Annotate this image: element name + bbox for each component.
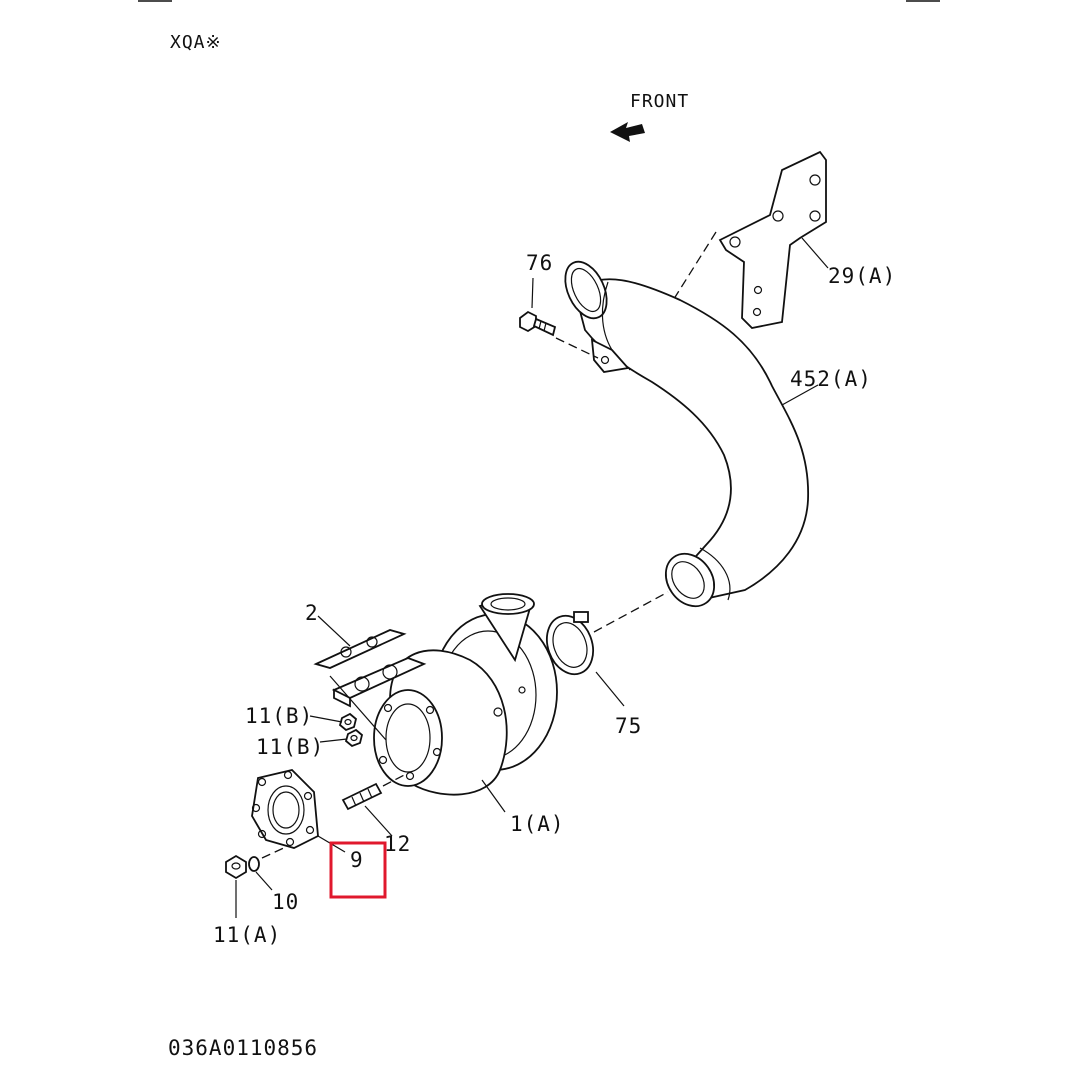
callout-gasket: 2 (305, 601, 319, 625)
callout-stud: 12 (384, 832, 411, 856)
leader-clamp (595, 671, 625, 707)
callout-bracket: 29(A) (828, 264, 896, 288)
callout-bolt: 76 (526, 251, 553, 275)
drawing-number: 036A0110856 (168, 1036, 318, 1060)
pipe-part (564, 260, 809, 608)
header-code: XQA※ (170, 32, 222, 53)
leader-pipe (781, 384, 819, 406)
assembly-line-clamp (593, 591, 669, 633)
bolt-part (519, 310, 557, 337)
leader-gasket (317, 615, 351, 647)
callout-nut-b-upper: 11(B) (245, 704, 313, 728)
leader-bracket (801, 237, 829, 269)
callout-clamp: 75 (615, 714, 642, 738)
assembly-line-washer (261, 845, 289, 859)
nut-b-lower-part (344, 728, 364, 748)
washer-part (248, 856, 260, 872)
highlight-box (329, 841, 387, 899)
front-label: FRONT (630, 91, 689, 112)
callout-nut-b-lower: 11(B) (256, 735, 324, 759)
leader-turbocharger (481, 779, 506, 813)
callout-washer: 10 (272, 890, 299, 914)
leader-nut-b-lower (319, 738, 348, 743)
leader-stud (364, 805, 393, 837)
callout-turbocharger: 1(A) (510, 812, 565, 836)
callout-nut-a: 11(A) (213, 923, 281, 947)
nut-a-part (225, 854, 247, 880)
bracket-part (718, 150, 827, 329)
front-arrow-icon (610, 122, 645, 142)
leader-washer (255, 871, 273, 891)
callout-flange-gasket: 9 (350, 848, 364, 872)
flange-gasket-part (251, 769, 319, 849)
stud-part (341, 782, 383, 811)
assembly-line-stud (382, 771, 411, 787)
callout-pipe: 452(A) (790, 367, 872, 391)
assembly-line-gasket (329, 675, 387, 741)
nut-b-upper-part (338, 712, 358, 732)
assembly-line-bolt (555, 337, 599, 359)
leader-bolt (531, 277, 534, 309)
turbocharger-part (373, 593, 558, 796)
gasket-part (313, 629, 427, 708)
leader-nut-b-upper (309, 715, 343, 723)
